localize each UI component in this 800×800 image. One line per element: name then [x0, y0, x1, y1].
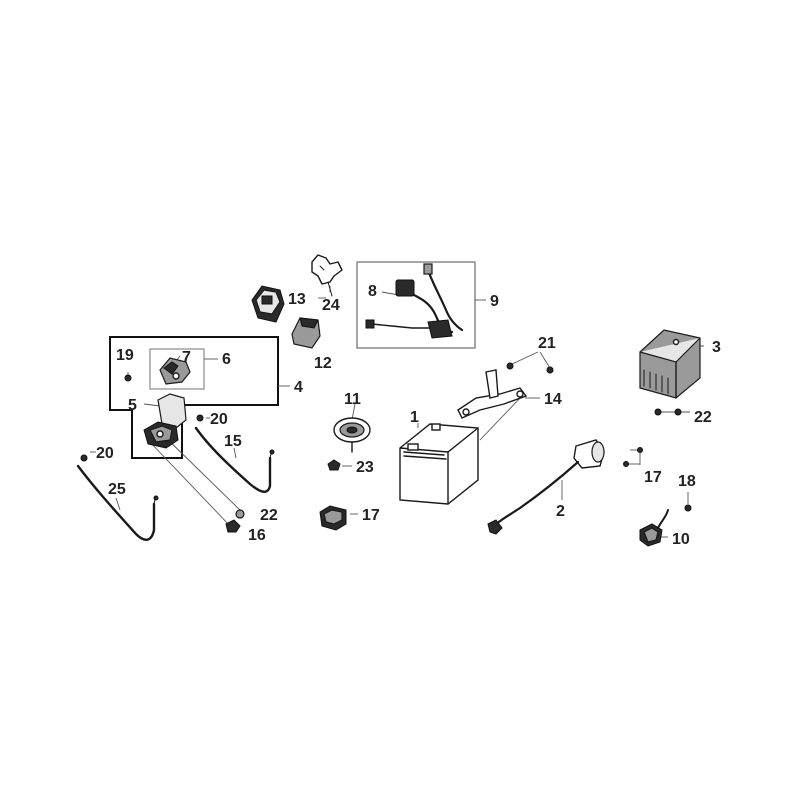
part-13-relay [251, 285, 285, 323]
callout-15: 15 [224, 433, 242, 450]
callout-8: 8 [368, 283, 377, 300]
part-18-bolt [684, 504, 692, 512]
part-23-nut [327, 459, 341, 471]
part-20-bolt-left [80, 454, 88, 462]
part-21-bolt-a [506, 362, 514, 370]
callout-6: 6 [222, 351, 231, 368]
group-box-9 [356, 261, 476, 349]
part-16-nut [225, 519, 241, 533]
part-7-switch-plate [124, 357, 191, 385]
group-box-6 [149, 348, 205, 390]
part-5-ignition-switch [143, 393, 187, 449]
callout-9: 9 [490, 293, 499, 310]
group-box-4 [109, 336, 279, 459]
callout-5: 5 [128, 397, 137, 414]
callout-18: 18 [678, 473, 696, 490]
callout-7: 7 [182, 349, 191, 366]
callout-16: 16 [248, 527, 266, 544]
part-10-connector [639, 509, 669, 547]
callout-17-right: 17 [644, 469, 662, 486]
callout-19: 19 [116, 347, 134, 364]
part-17-bolt-a [637, 447, 643, 453]
callout-22-right: 22 [694, 409, 712, 426]
callout-11: 11 [344, 391, 361, 408]
callout-1: 1 [410, 409, 419, 426]
callout-4: 4 [294, 379, 303, 396]
part-21-bolt-b [546, 366, 554, 374]
callout-24: 24 [322, 297, 340, 314]
callout-17-left: 17 [362, 507, 380, 524]
part-3-regulator [639, 329, 701, 399]
part-12-relay-cover [291, 317, 321, 349]
callout-22-left: 22 [260, 507, 278, 524]
callout-12: 12 [314, 355, 332, 372]
callout-25: 25 [108, 481, 126, 498]
callout-14: 14 [544, 391, 562, 408]
callout-13: 13 [288, 291, 306, 308]
part-11-horn [333, 417, 371, 453]
part-22-bolt-right-b [674, 408, 682, 416]
callout-labels: 1 2 3 4 5 6 7 8 9 10 11 12 13 14 15 16 1… [96, 283, 721, 548]
part-15-cable [194, 426, 275, 493]
part-17-connector-left [319, 505, 347, 531]
callout-3: 3 [712, 339, 721, 356]
callout-10: 10 [672, 531, 690, 548]
callout-20-upper: 20 [210, 411, 228, 428]
part-1-battery [399, 423, 479, 505]
callout-2: 2 [556, 503, 565, 520]
part-22-nut-left [235, 509, 245, 519]
part-17-bolt-b [623, 461, 629, 467]
part-24-clip [311, 254, 343, 297]
callout-23: 23 [356, 459, 374, 476]
part-20-bolt-upper [196, 414, 204, 422]
part-2-starter-relay [487, 439, 605, 535]
callout-21: 21 [538, 335, 556, 352]
callout-20-left: 20 [96, 445, 114, 462]
part-25-cable [76, 464, 159, 541]
part-8-9-harness [365, 263, 464, 339]
part-14-bracket [457, 369, 528, 419]
part-22-bolt-right-a [654, 408, 662, 416]
